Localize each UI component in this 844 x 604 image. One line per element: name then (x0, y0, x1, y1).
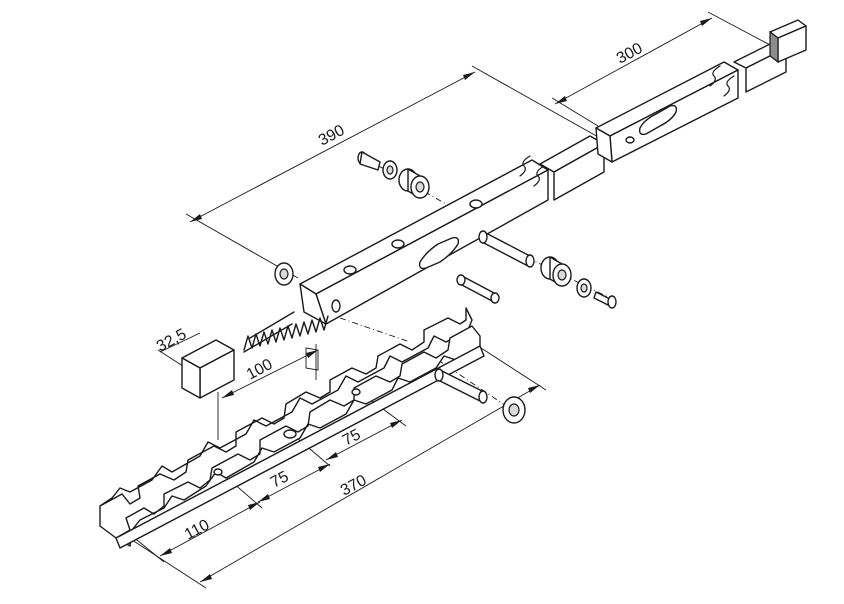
end-cap (769, 19, 807, 64)
upper-square-tube (299, 155, 549, 371)
washer-left (274, 262, 294, 286)
right-tube-hole (625, 136, 635, 144)
compression-spring (243, 311, 329, 353)
dim-label-75-upper: 75 (340, 426, 364, 449)
bottom-notched-rail (99, 307, 485, 549)
pin-long (478, 230, 535, 268)
tube-side-hole (331, 299, 341, 313)
rail-hole (283, 429, 297, 439)
pin-bottom (434, 368, 488, 404)
dim-label-370: 370 (338, 472, 370, 500)
tube-hole (343, 265, 357, 275)
rail-hole (213, 468, 223, 476)
dim-label-390: 390 (316, 122, 348, 150)
square-sleeve (181, 339, 235, 399)
spacer-top (398, 168, 430, 199)
rail-hole (351, 388, 361, 396)
washer-right (576, 278, 592, 298)
dim-label-75-lower: 75 (268, 468, 292, 491)
dimension-75-lower: 75 (217, 463, 331, 509)
washer-top (382, 160, 398, 180)
right-square-tube (595, 61, 739, 163)
pin-short (456, 274, 500, 304)
spacer-right (540, 256, 572, 287)
screw-right (593, 291, 617, 309)
tube-slot (418, 236, 460, 270)
right-tube-slot (638, 104, 678, 136)
bolt-top (357, 151, 381, 171)
washer-bottom (502, 396, 526, 424)
dim-label-110: 110 (182, 516, 213, 543)
tube-hole (391, 239, 405, 249)
dim-label-32-5: 32,5 (154, 326, 190, 356)
upper-tube-continuation (539, 135, 605, 201)
tube-hole (469, 199, 483, 209)
